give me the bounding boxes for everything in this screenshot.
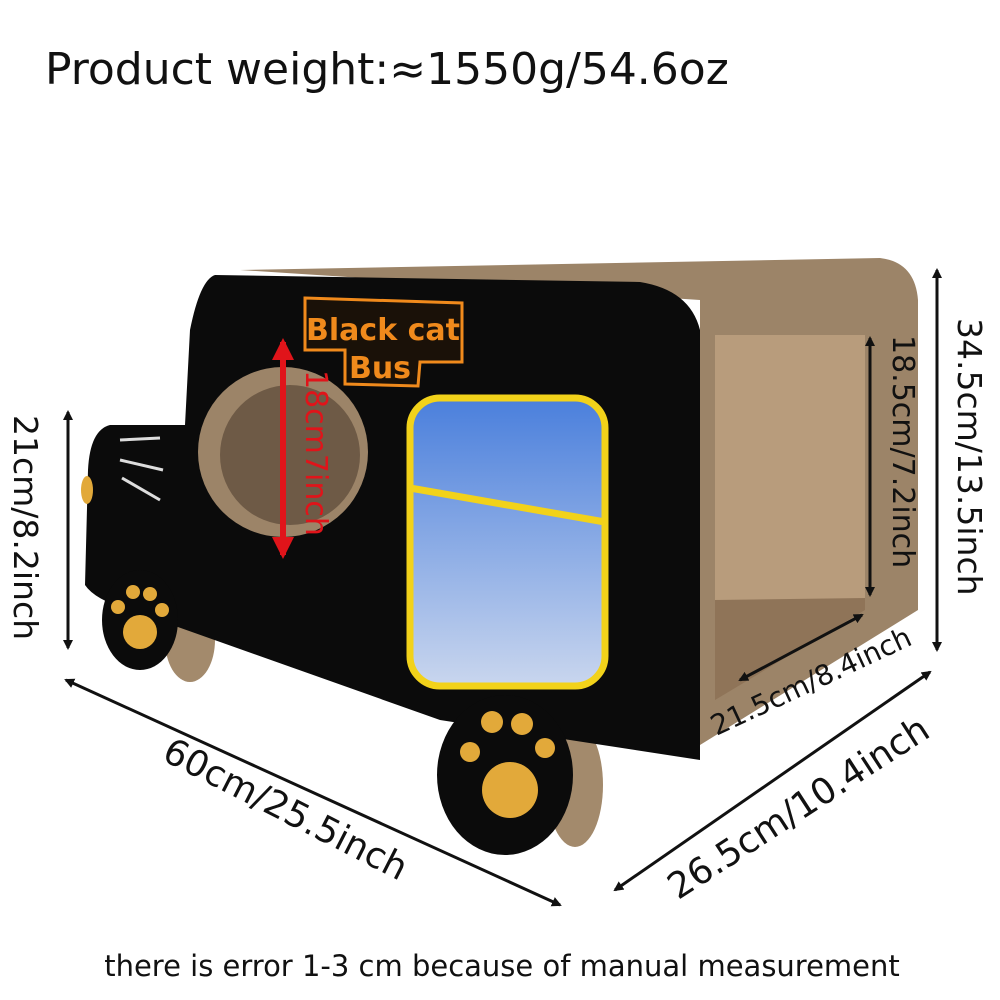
measurement-disclaimer: there is error 1-3 cm because of manual … (104, 949, 900, 983)
product-weight-title: Product weight:≈1550g/54.6oz (45, 44, 729, 95)
headlight (81, 476, 93, 504)
logo-line-1: Black cat (306, 313, 460, 348)
bus-window (406, 394, 609, 690)
dimension-arrows (63, 268, 942, 907)
logo-line-2: Bus (349, 351, 411, 386)
rear-wheel (437, 695, 573, 855)
total-height-label: 34.5cm/13.5inch (950, 318, 989, 596)
hole-diameter-label: 18cm7inch (298, 370, 333, 536)
inner-height-label: 18.5cm/7.2inch (885, 335, 920, 568)
front-wheel (102, 570, 178, 670)
front-height-label: 21cm/8.2inch (6, 415, 45, 640)
length-label: 60cm/25.5inch (156, 731, 414, 889)
black-cat-bus-logo: Black cat Bus (303, 296, 464, 388)
headlight-lines (119, 436, 164, 502)
